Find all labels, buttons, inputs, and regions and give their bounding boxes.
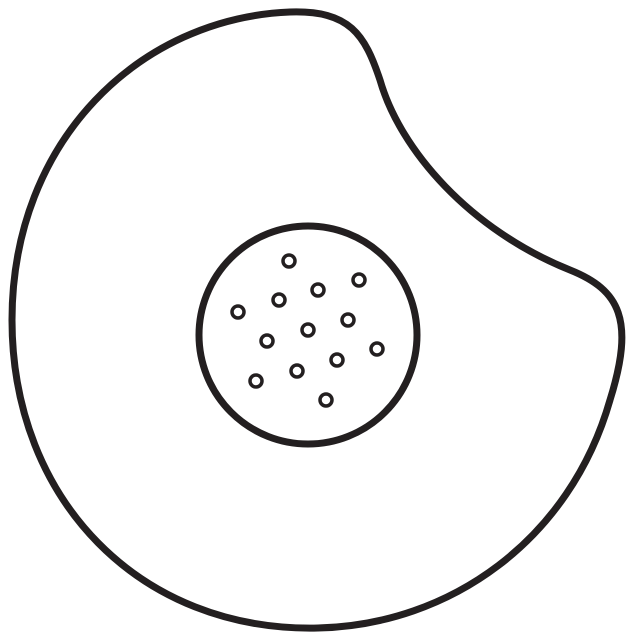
granule — [312, 284, 324, 296]
granule — [250, 375, 262, 387]
granule — [342, 314, 354, 326]
granule — [331, 354, 343, 366]
nucleus-granules — [232, 255, 383, 406]
granule — [320, 394, 332, 406]
granule — [283, 255, 295, 267]
granule — [302, 324, 314, 336]
granule — [353, 274, 365, 286]
granule — [291, 365, 303, 377]
granule — [371, 343, 383, 355]
granule — [261, 335, 273, 347]
cell-outline — [12, 12, 622, 628]
granule — [232, 306, 244, 318]
granule — [273, 294, 285, 306]
